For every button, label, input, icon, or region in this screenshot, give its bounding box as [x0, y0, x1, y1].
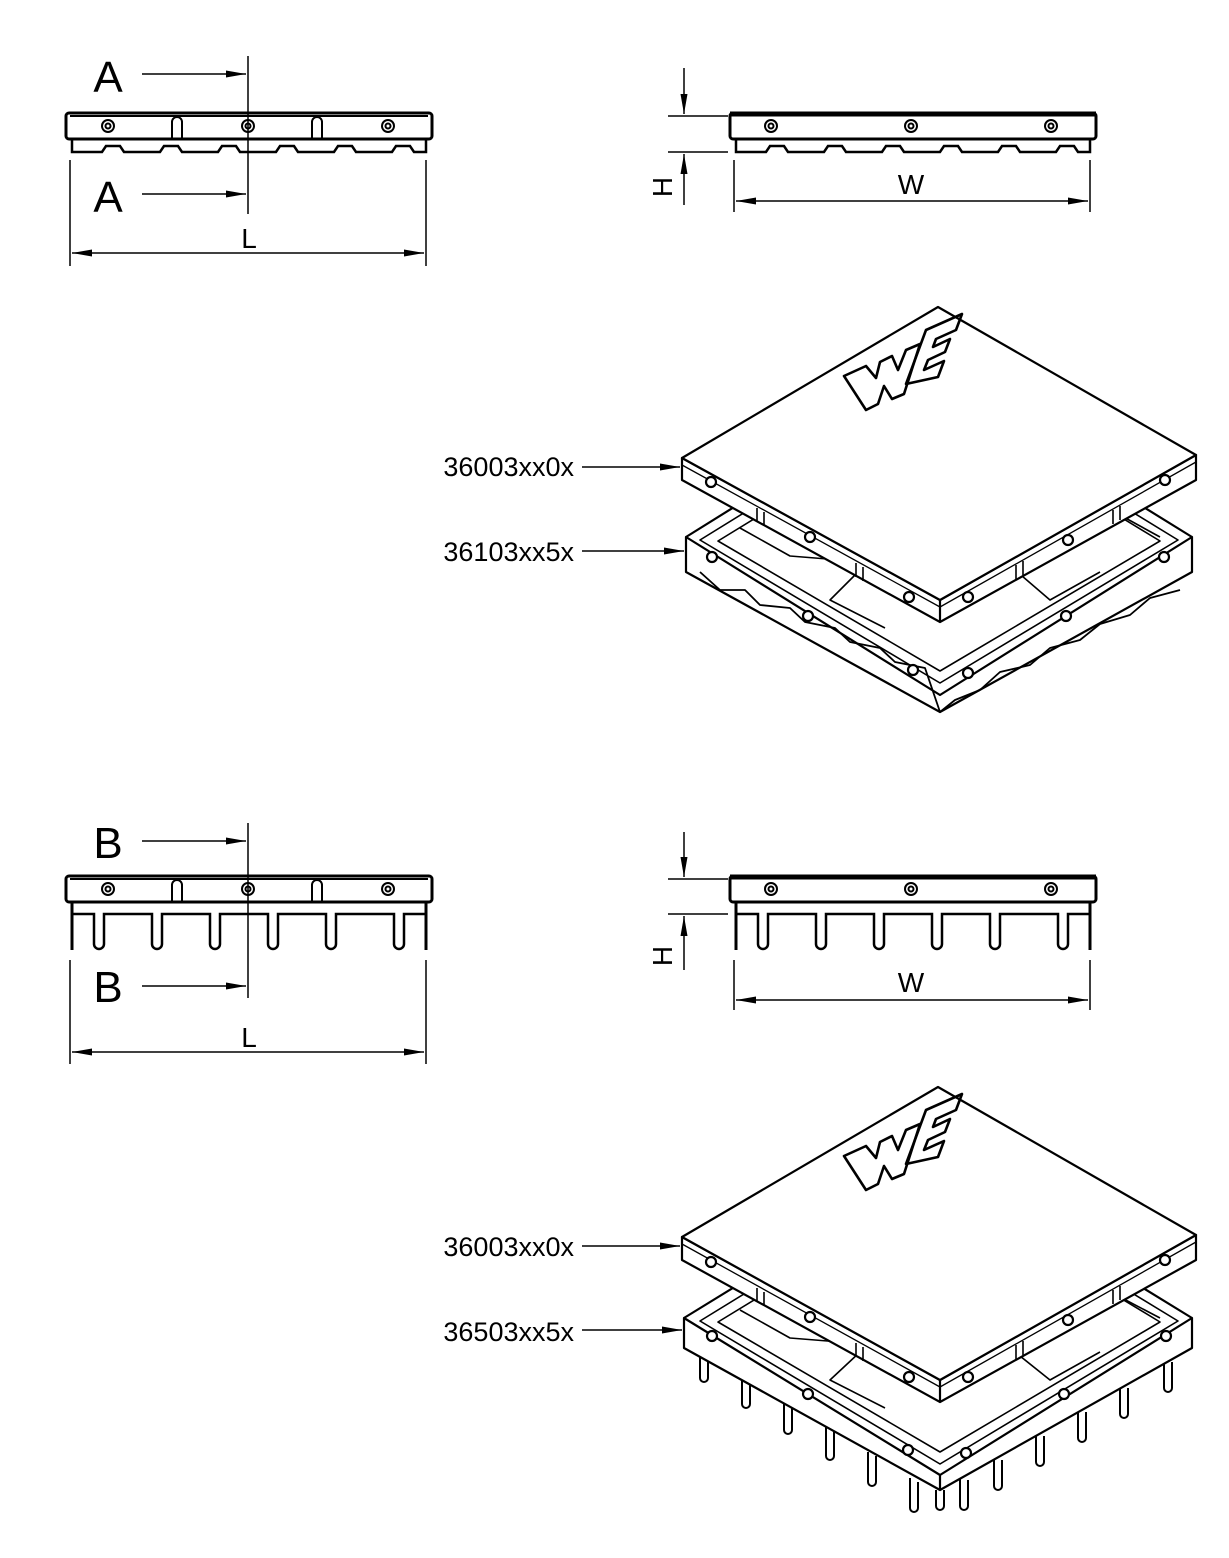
side-view-length-a — [64, 56, 434, 266]
dim-length-label-b: L — [241, 1022, 257, 1053]
dim-height-label-a: H — [647, 177, 678, 197]
we-logo-b — [842, 1092, 964, 1192]
side-view-length-b — [64, 823, 434, 1064]
section-b: B B L H W — [64, 819, 1198, 1513]
part-number-frame-a: 36103xx5x — [443, 537, 574, 567]
section-letter-bottom-b: B — [93, 963, 122, 1012]
part-number-frame-b: 36503xx5x — [443, 1317, 574, 1347]
dim-height-label-b: H — [647, 946, 678, 966]
section-a: A A L H W — [64, 53, 1198, 714]
section-letter-top-b: B — [93, 819, 122, 868]
section-letter-bottom-a: A — [93, 173, 123, 222]
we-logo-a — [842, 312, 964, 412]
dim-width-label-a: W — [898, 169, 925, 200]
dim-width-label-b: W — [898, 967, 925, 998]
part-number-cover-b: 36003xx0x — [443, 1232, 574, 1262]
section-letter-top-a: A — [93, 53, 123, 102]
dim-length-label-a: L — [241, 223, 257, 254]
side-view-width-a — [668, 68, 1098, 212]
frame-pins-b — [699, 1348, 1173, 1513]
isometric-assembly-a — [680, 305, 1198, 714]
side-view-width-b — [668, 832, 1098, 1010]
part-number-cover-a: 36003xx0x — [443, 452, 574, 482]
isometric-assembly-b — [680, 1085, 1198, 1513]
